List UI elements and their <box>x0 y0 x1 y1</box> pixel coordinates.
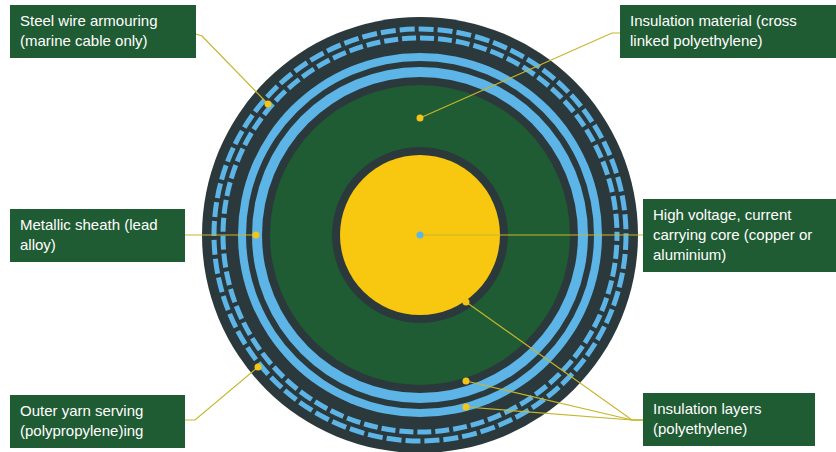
callout-text: Metallic sheath (lead alloy) <box>20 215 175 255</box>
leader-lines <box>185 33 643 420</box>
callout-box: Steel wire armouring (marine cable only) <box>10 5 196 58</box>
leader-line <box>420 234 643 235</box>
leader-line <box>420 33 625 118</box>
leader-dots <box>253 101 470 411</box>
callout-box: Insulation layers (polyethylene) <box>643 393 815 446</box>
leader-line <box>466 407 643 420</box>
callout-box: Metallic sheath (lead alloy) <box>10 209 185 262</box>
leader-dot <box>417 232 424 239</box>
callout-box: Outer yarn serving (polypropylene)ing <box>10 395 185 448</box>
callout-text: Insulation layers (polyethylene) <box>653 399 805 439</box>
callout-box: Insulation material (cross linked polyet… <box>620 5 836 58</box>
leader-dot <box>253 232 260 239</box>
callout-box: High voltage, current carrying core (cop… <box>643 199 836 272</box>
leader-dot <box>417 115 424 122</box>
callout-text: Insulation material (cross linked polyet… <box>630 11 826 51</box>
leader-line <box>185 234 256 235</box>
leader-line <box>466 381 643 420</box>
leader-line <box>466 302 643 420</box>
leader-dot <box>463 404 470 411</box>
callout-text: Outer yarn serving (polypropylene)ing <box>20 401 175 441</box>
callout-text: Steel wire armouring (marine cable only) <box>20 11 186 51</box>
callout-text: High voltage, current carrying core (cop… <box>653 205 826 265</box>
leader-dot <box>463 299 470 306</box>
leader-dot <box>265 101 272 108</box>
leader-line <box>193 33 268 104</box>
leader-dot <box>463 378 470 385</box>
leader-line <box>185 367 258 420</box>
leader-dot <box>255 364 262 371</box>
